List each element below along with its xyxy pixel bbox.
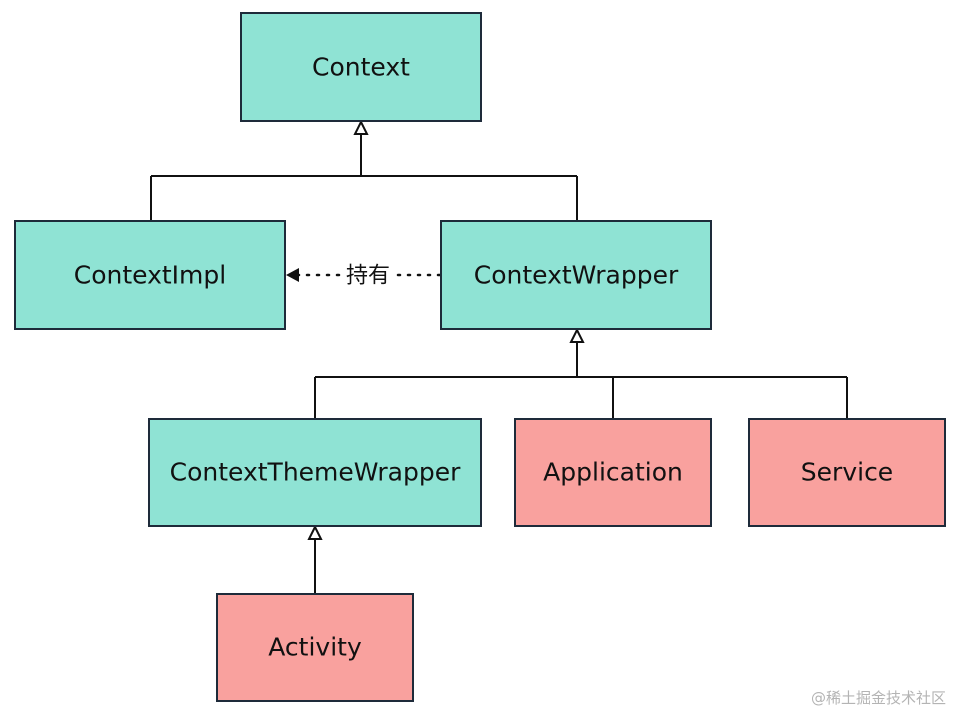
node-context-impl-label: ContextImpl bbox=[74, 261, 226, 290]
node-application-box bbox=[514, 418, 712, 527]
node-context-box bbox=[240, 12, 482, 122]
node-context: Context bbox=[240, 12, 482, 122]
arrowhead-context bbox=[353, 119, 369, 135]
watermark: @稀土掘金技术社区 bbox=[810, 689, 946, 707]
node-service-label: Service bbox=[801, 458, 893, 487]
node-activity: Activity bbox=[216, 593, 414, 702]
node-context-wrapper: ContextWrapper bbox=[440, 220, 712, 330]
node-context-theme-wrapper-box bbox=[148, 418, 482, 527]
node-activity-box bbox=[216, 593, 414, 702]
node-context-impl-box bbox=[14, 220, 286, 330]
node-context-label: Context bbox=[312, 53, 410, 82]
holds-label: 持有 bbox=[346, 264, 390, 289]
node-activity-label: Activity bbox=[268, 633, 362, 662]
inheritance-lines bbox=[150, 134, 848, 594]
holds-arrowhead bbox=[286, 268, 299, 282]
node-context-wrapper-label: ContextWrapper bbox=[474, 261, 679, 290]
arrowhead-context-wrapper bbox=[569, 327, 585, 343]
holds-association: 持有 bbox=[286, 264, 442, 289]
arrowhead-context-theme-wrapper bbox=[307, 524, 323, 540]
node-context-impl: ContextImpl bbox=[14, 220, 286, 330]
node-application: Application bbox=[514, 418, 712, 527]
node-context-theme-wrapper-label: ContextThemeWrapper bbox=[170, 458, 461, 487]
node-service-box bbox=[748, 418, 946, 527]
node-service: Service bbox=[748, 418, 946, 527]
inheritance-arrowheads bbox=[307, 119, 585, 540]
node-application-label: Application bbox=[543, 458, 683, 487]
node-context-wrapper-box bbox=[440, 220, 712, 330]
node-context-theme-wrapper: ContextThemeWrapper bbox=[148, 418, 482, 527]
